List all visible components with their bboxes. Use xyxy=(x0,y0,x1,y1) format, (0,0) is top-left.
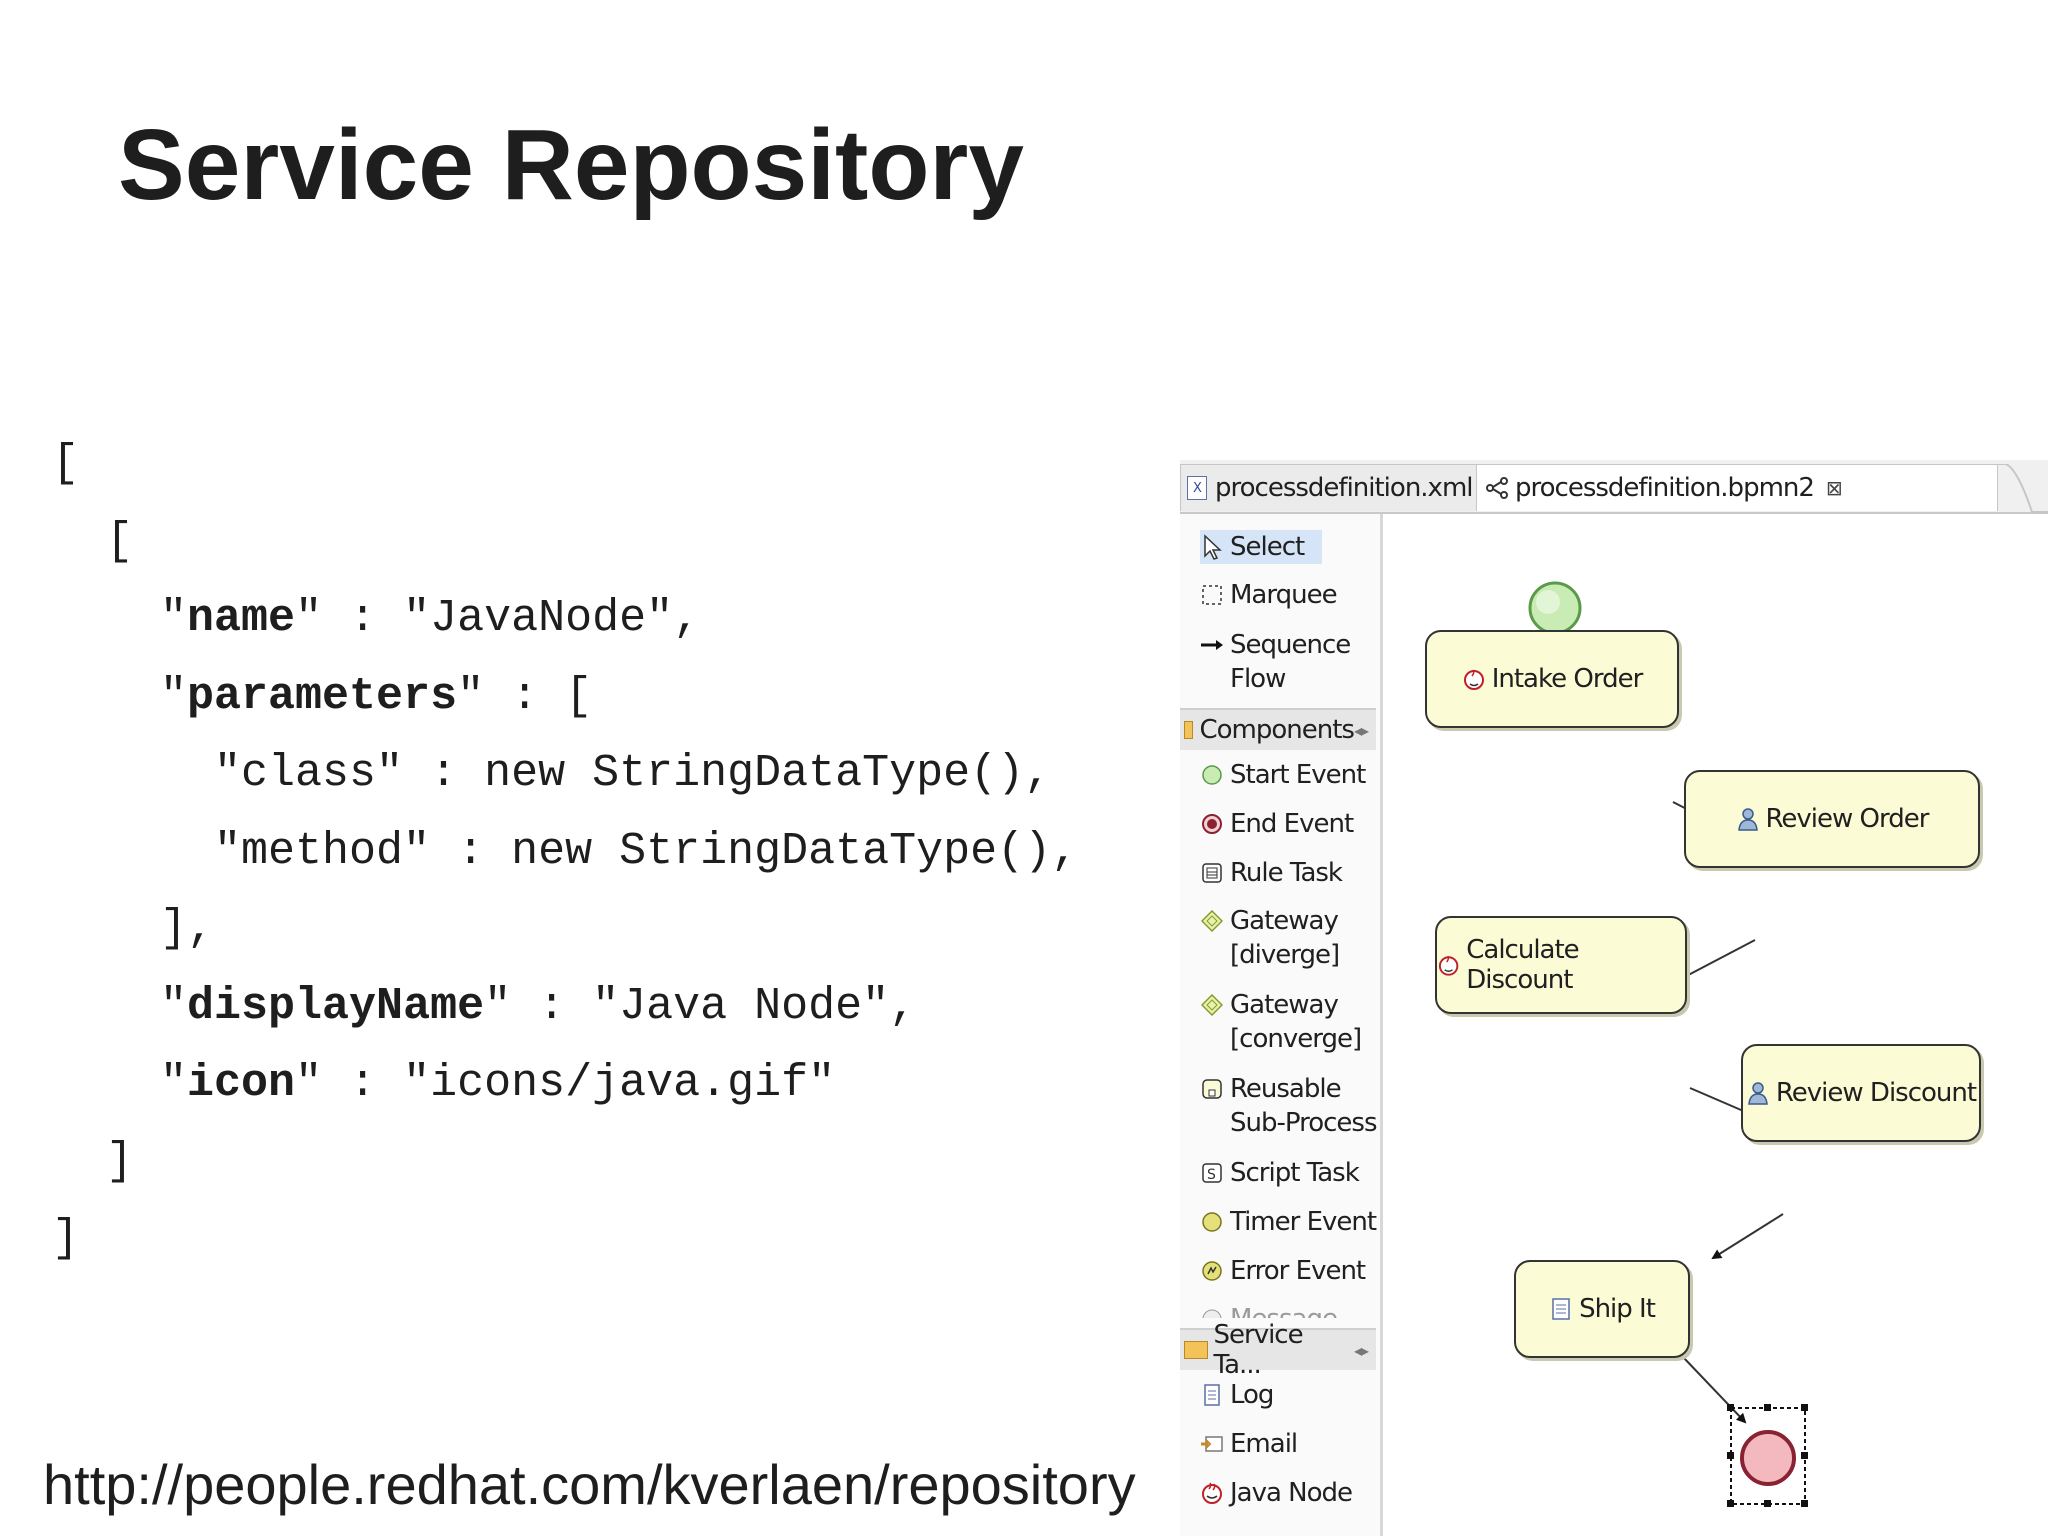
tab-processdefinition-xml[interactable]: X processdefinition.xml xyxy=(1180,464,1477,511)
repository-url[interactable]: http://people.redhat.com/kverlaen/reposi… xyxy=(43,1453,1136,1516)
code-line: "parameters" : [ xyxy=(52,670,593,722)
json-key: parameters xyxy=(187,670,458,722)
document-icon xyxy=(1552,1298,1570,1320)
sub-process-icon xyxy=(1200,1077,1224,1101)
palette-start-event[interactable]: Start Event xyxy=(1200,758,1366,792)
tab-corner xyxy=(1996,464,2048,513)
svg-text:S: S xyxy=(1207,1167,1216,1183)
code-line: [ xyxy=(52,515,134,567)
json-code-block: [ [ "name" : "JavaNode", "parameters" : … xyxy=(52,425,1078,1278)
xml-file-icon: X xyxy=(1187,476,1207,500)
palette-error-event[interactable]: Error Event xyxy=(1200,1254,1366,1288)
palette-rule-task[interactable]: Rule Task xyxy=(1200,856,1343,890)
palette-gateway-converge[interactable]: Gateway[converge] xyxy=(1200,988,1362,1056)
java-icon xyxy=(1438,955,1459,976)
code-line: "method" : new StringDataType(), xyxy=(52,825,1079,877)
json-key: icon xyxy=(187,1058,296,1109)
email-icon xyxy=(1200,1432,1224,1456)
json-key: displayName xyxy=(187,980,485,1032)
palette-log[interactable]: Log xyxy=(1200,1378,1274,1412)
gateway-icon xyxy=(1200,993,1224,1017)
close-icon[interactable]: ⊠ xyxy=(1825,476,1843,500)
script-task-icon: S xyxy=(1200,1161,1224,1185)
task-ship-it[interactable]: Ship It xyxy=(1514,1260,1690,1358)
code-line: [ xyxy=(52,438,80,489)
timer-event-icon xyxy=(1200,1210,1224,1234)
palette-gateway-diverge[interactable]: Gateway[diverge] xyxy=(1200,904,1340,972)
collapse-icon[interactable]: ◂▸ xyxy=(1353,1340,1369,1360)
code-line: ], xyxy=(52,903,215,954)
slide-title: Service Repository xyxy=(118,109,1024,221)
eclipse-bpmn-editor: X processdefinition.xml processdefinitio… xyxy=(1180,460,2048,1536)
collapse-icon[interactable]: ◂▸ xyxy=(1353,720,1369,740)
task-review-order[interactable]: Review Order xyxy=(1684,770,1980,868)
palette-marquee-tool[interactable]: Marquee xyxy=(1200,578,1338,612)
end-event-icon xyxy=(1200,812,1224,836)
end-event xyxy=(1740,1430,1796,1486)
user-icon xyxy=(1748,1082,1768,1105)
marquee-icon xyxy=(1200,583,1224,607)
code-line: "displayName" : "Java Node", xyxy=(52,980,917,1032)
palette-script-task[interactable]: S Script Task xyxy=(1200,1156,1360,1190)
palette-java-node[interactable]: Java Node xyxy=(1200,1476,1353,1510)
code-line: "name" : "JavaNode", xyxy=(52,593,701,644)
task-calculate-discount[interactable]: Calculate Discount xyxy=(1435,916,1687,1014)
sequence-flow xyxy=(1711,1213,1784,1260)
arrow-right-icon xyxy=(1200,633,1224,657)
editor-tab-bar: X processdefinition.xml processdefinitio… xyxy=(1180,460,2048,514)
cursor-arrow-icon xyxy=(1200,534,1224,560)
gateway-icon xyxy=(1200,909,1224,933)
palette-email[interactable]: Email xyxy=(1200,1427,1298,1461)
java-icon xyxy=(1463,669,1484,690)
message-event-icon xyxy=(1200,1307,1224,1318)
tab-label: processdefinition.bpmn2 xyxy=(1515,473,1815,503)
code-line: "class" : new StringDataType(), xyxy=(52,748,1052,799)
palette-select-tool[interactable]: Select xyxy=(1200,530,1323,564)
task-review-discount[interactable]: Review Discount xyxy=(1741,1044,1981,1142)
service-tasks-drawer[interactable]: Service Ta... ◂▸ xyxy=(1180,1320,1376,1380)
user-icon xyxy=(1737,808,1758,831)
json-key: name xyxy=(187,593,296,644)
components-drawer[interactable]: Components ◂▸ xyxy=(1180,708,1376,750)
start-event-icon xyxy=(1200,763,1224,787)
sequence-flow xyxy=(1682,1356,1747,1424)
java-icon xyxy=(1200,1481,1224,1505)
rule-task-icon xyxy=(1200,861,1224,885)
sequence-flow xyxy=(1673,939,1756,983)
bpmn-file-icon xyxy=(1485,477,1509,499)
error-event-icon xyxy=(1200,1259,1224,1283)
code-line: ] xyxy=(52,1213,80,1264)
folder-icon xyxy=(1184,721,1194,739)
task-intake-order[interactable]: Intake Order xyxy=(1425,630,1679,728)
code-line: "icon" : "icons/java.gif" xyxy=(52,1058,836,1109)
process-canvas[interactable]: Intake Order Review Order Calculate Disc… xyxy=(1383,514,2048,1536)
palette-end-event[interactable]: End Event xyxy=(1200,807,1354,841)
tab-processdefinition-bpmn2[interactable]: processdefinition.bpmn2 ⊠ xyxy=(1476,464,1998,511)
document-icon xyxy=(1200,1383,1224,1407)
tab-label: processdefinition.xml xyxy=(1215,473,1473,503)
palette-message-event[interactable]: Message xyxy=(1200,1302,1337,1318)
code-line: ] xyxy=(52,1135,134,1187)
folder-icon xyxy=(1184,1341,1208,1359)
palette-timer-event[interactable]: Timer Event xyxy=(1200,1205,1377,1239)
